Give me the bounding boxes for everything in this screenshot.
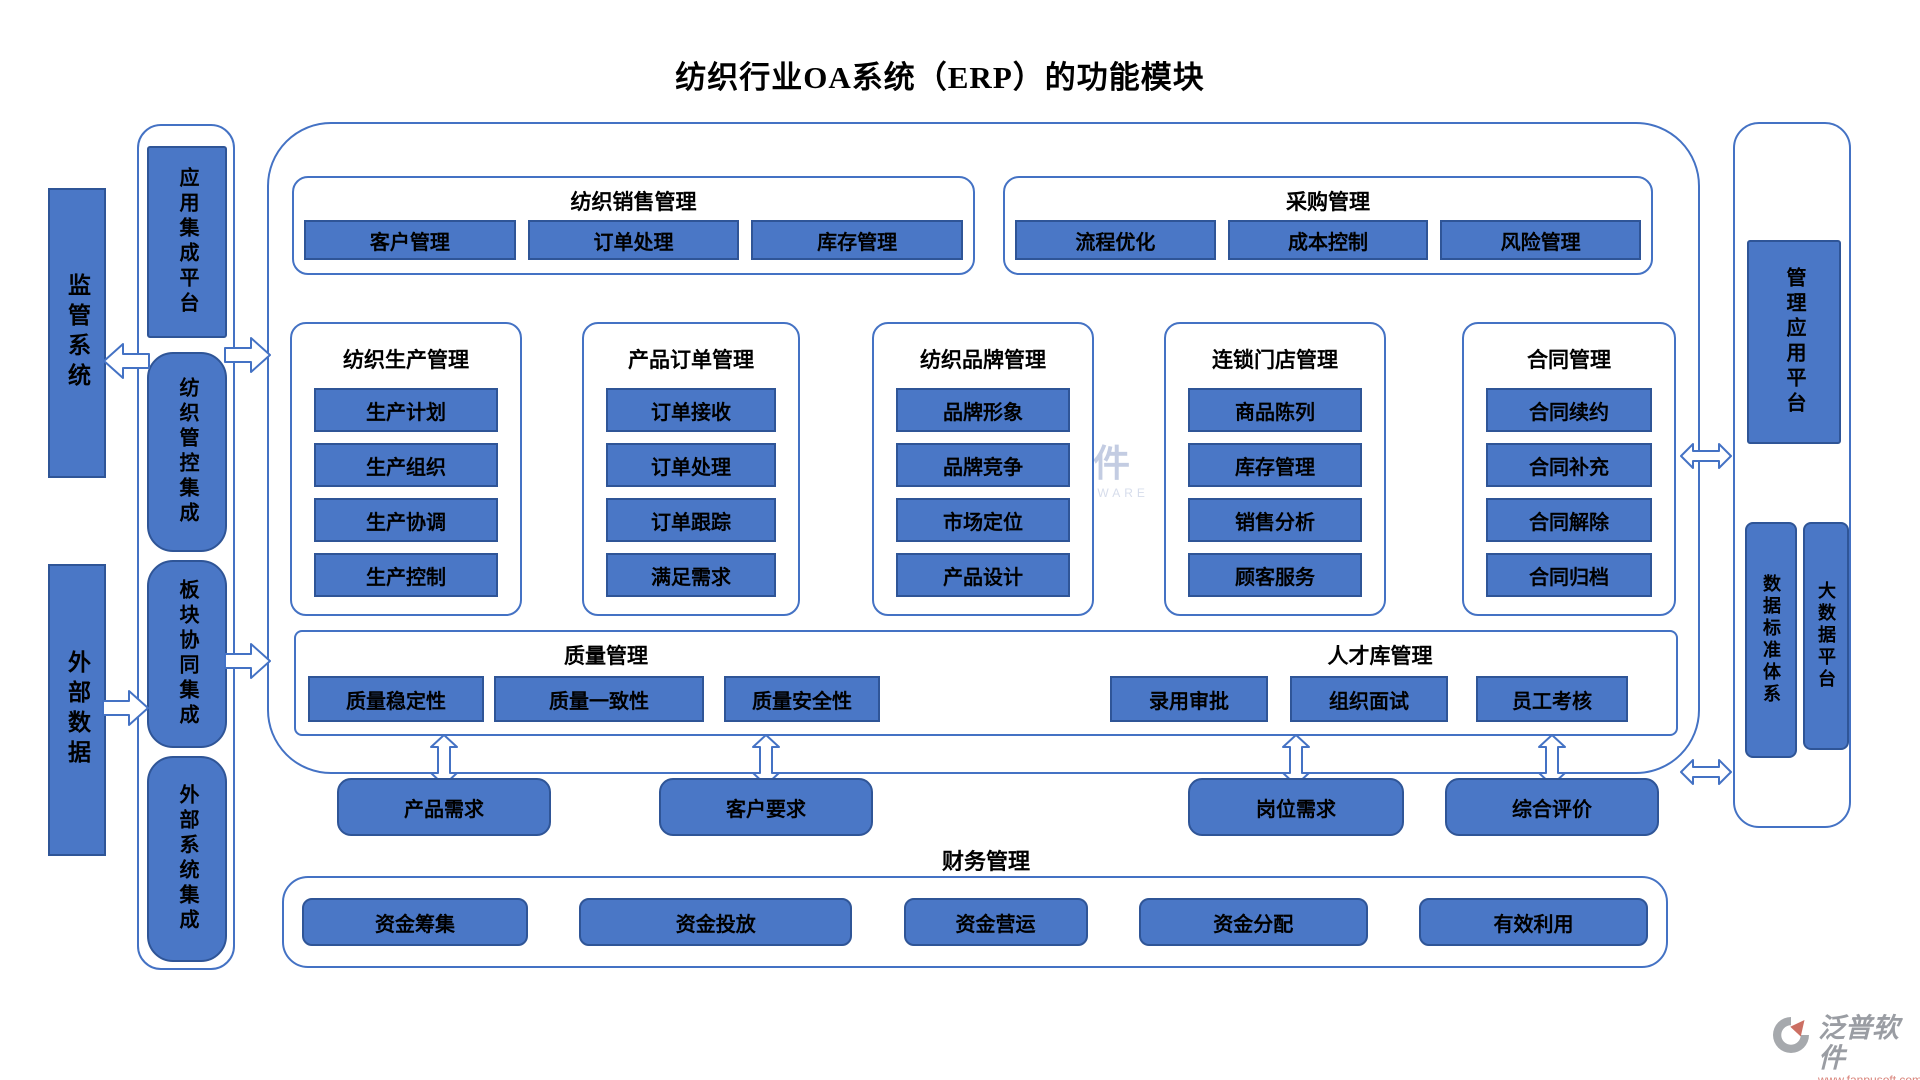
module-quality-safety: 质量安全性 [724, 676, 880, 722]
module-customer-service: 顾客服务 [1188, 553, 1362, 597]
integration-item-label: 板块协同集成 [176, 579, 198, 729]
integration-item-label: 纺织管控集成 [176, 377, 198, 527]
group-purchasing: 采购管理 流程优化 成本控制 风险管理 [1003, 176, 1653, 275]
group-textile-sales: 纺织销售管理 客户管理 订单处理 库存管理 [292, 176, 975, 275]
group-textile-production: 纺织生产管理 生产计划 生产组织 生产协调 生产控制 [290, 322, 522, 616]
module-order-tracking: 订单跟踪 [606, 498, 776, 542]
fanpu-footer-logo: 泛普软件 www.fanpusoft.com [1770, 1013, 1920, 1080]
group-title: 连锁门店管理 [1212, 348, 1338, 372]
fanpu-footer-logo-icon [1770, 1014, 1812, 1061]
group-chain-stores: 连锁门店管理 商品陈列 库存管理 销售分析 顾客服务 [1164, 322, 1386, 616]
arrow-external-data-to-column-icon [102, 688, 150, 728]
supervision-system-label: 监管系统 [64, 273, 90, 393]
module-brand-image: 品牌形象 [896, 388, 1070, 432]
big-data-platform-label: 大数据平台 [1816, 581, 1836, 691]
module-market-positioning: 市场定位 [896, 498, 1070, 542]
module-brand-competition: 品牌竞争 [896, 443, 1070, 487]
talent-title: 人才库管理 [1327, 644, 1433, 668]
data-standard-system-label: 数据标准体系 [1761, 574, 1781, 706]
arrow-left-to-supervision-icon [102, 341, 150, 381]
group-title: 合同管理 [1527, 348, 1611, 372]
group-title: 纺织品牌管理 [920, 348, 1046, 372]
group-contract-management: 合同管理 合同续约 合同补充 合同解除 合同归档 [1462, 322, 1676, 616]
module-order-processing: 订单处理 [527, 220, 740, 260]
footer-logo-text: 泛普软件 [1818, 1013, 1899, 1073]
integration-item-app-platform: 应用集成平台 [147, 146, 227, 338]
integration-item-label: 应用集成平台 [176, 167, 198, 317]
footer-logo-url: www.fanpusoft.com [1818, 1073, 1920, 1080]
module-hiring-approval: 录用审批 [1110, 676, 1268, 722]
module-production-plan: 生产计划 [314, 388, 498, 432]
integration-item-textile-control: 纺织管控集成 [147, 352, 227, 552]
page-title: 纺织行业OA系统（ERP）的功能模块 [675, 60, 1205, 95]
module-fund-investment: 资金投放 [579, 898, 853, 946]
integration-item-external-system: 外部系统集成 [147, 756, 227, 962]
arrow-main-right-bottom-icon [1680, 757, 1732, 787]
management-application-panel: 管理应用平台 数据标准体系 大数据平台 [1733, 122, 1851, 828]
integration-column: 应用集成平台 纺织管控集成 板块协同集成 外部系统集成 [137, 124, 235, 970]
module-contract-archiving: 合同归档 [1486, 553, 1652, 597]
arrow-column-to-main-top-icon [224, 336, 272, 374]
module-fund-operation: 资金营运 [903, 898, 1088, 946]
group-title: 产品订单管理 [628, 348, 754, 372]
arrow-column-to-main-bottom-icon [224, 642, 272, 680]
module-quality-stability: 质量稳定性 [308, 676, 484, 722]
module-risk-management: 风险管理 [1440, 220, 1642, 260]
group-title: 纺织生产管理 [343, 348, 469, 372]
big-data-platform-box: 大数据平台 [1803, 522, 1849, 750]
external-data-label: 外部数据 [64, 650, 90, 770]
arrow-main-right-top-icon [1680, 441, 1732, 471]
module-production-control: 生产控制 [314, 553, 498, 597]
module-contract-termination: 合同解除 [1486, 498, 1652, 542]
module-process-optimization: 流程优化 [1015, 220, 1216, 260]
module-product-design: 产品设计 [896, 553, 1070, 597]
module-effective-utilization: 有效利用 [1419, 898, 1648, 946]
box-post-demand: 岗位需求 [1188, 778, 1404, 836]
module-production-organization: 生产组织 [314, 443, 498, 487]
group-finance: 资金筹集 资金投放 资金营运 资金分配 有效利用 [282, 876, 1668, 968]
module-fund-allocation: 资金分配 [1138, 898, 1368, 946]
finance-title: 财务管理 [941, 849, 1030, 874]
integration-item-plate-collab: 板块协同集成 [147, 560, 227, 748]
module-demand-fulfillment: 满足需求 [606, 553, 776, 597]
integration-item-label: 外部系统集成 [176, 784, 198, 934]
module-store-inventory: 库存管理 [1188, 443, 1362, 487]
module-cost-control: 成本控制 [1227, 220, 1429, 260]
box-customer-requirements: 客户要求 [659, 778, 873, 836]
external-data-box: 外部数据 [48, 564, 106, 856]
box-comprehensive-evaluation: 综合评价 [1445, 778, 1659, 836]
group-product-orders: 产品订单管理 订单接收 订单处理 订单跟踪 满足需求 [582, 322, 800, 616]
module-order-receiving: 订单接收 [606, 388, 776, 432]
module-contract-supplement: 合同补充 [1486, 443, 1652, 487]
box-product-demand: 产品需求 [337, 778, 551, 836]
module-organized-interview: 组织面试 [1290, 676, 1448, 722]
module-inventory-management: 库存管理 [751, 220, 964, 260]
module-customer-management: 客户管理 [304, 220, 516, 260]
group-title: 纺织销售管理 [570, 190, 697, 214]
module-employee-assessment: 员工考核 [1476, 676, 1628, 722]
data-standard-system-box: 数据标准体系 [1745, 522, 1797, 758]
module-production-coordination: 生产协调 [314, 498, 498, 542]
group-quality-talent: 质量管理 人才库管理 质量稳定性 质量一致性 质量安全性 录用审批 组织面试 员… [294, 630, 1678, 736]
supervision-system-box: 监管系统 [48, 188, 106, 478]
module-order-handling: 订单处理 [606, 443, 776, 487]
module-contract-renewal: 合同续约 [1486, 388, 1652, 432]
group-textile-brand: 纺织品牌管理 品牌形象 品牌竞争 市场定位 产品设计 [872, 322, 1094, 616]
module-quality-consistency: 质量一致性 [494, 676, 704, 722]
quality-title: 质量管理 [564, 644, 648, 668]
management-application-platform-box: 管理应用平台 [1747, 240, 1841, 444]
module-fund-raising: 资金筹集 [302, 898, 528, 946]
group-title: 采购管理 [1286, 190, 1370, 214]
management-application-platform-label: 管理应用平台 [1783, 267, 1805, 417]
module-merchandise-display: 商品陈列 [1188, 388, 1362, 432]
module-sales-analysis: 销售分析 [1188, 498, 1362, 542]
